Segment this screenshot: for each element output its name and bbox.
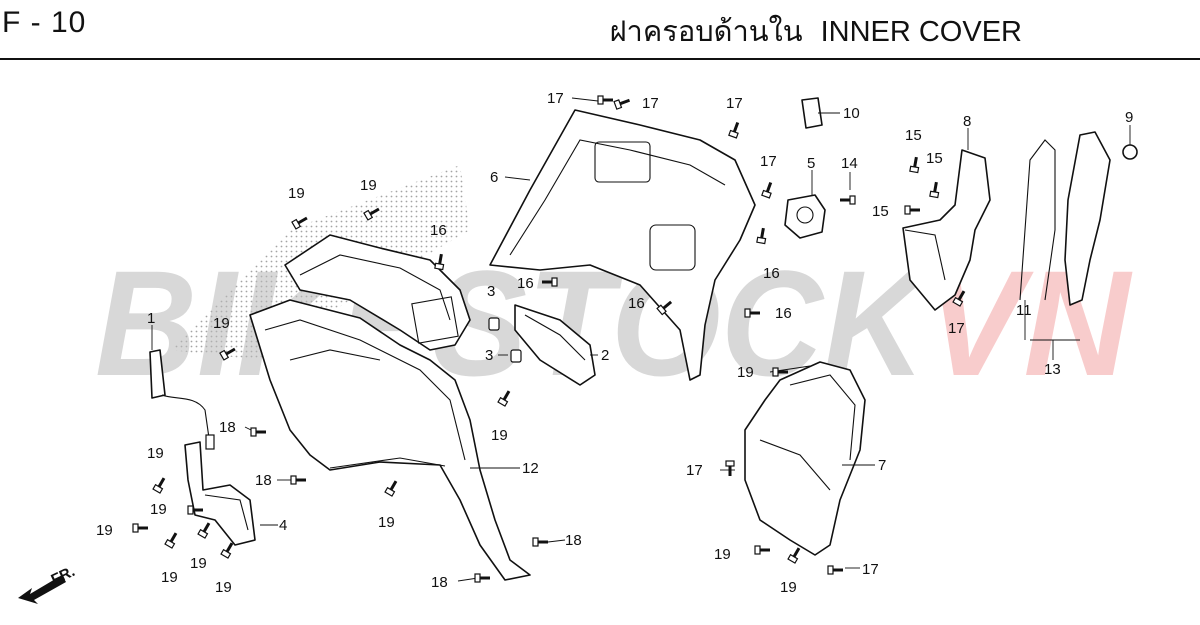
callout-18: 18 xyxy=(219,419,236,436)
callout-17: 17 xyxy=(642,95,659,112)
cable-part-1[interactable] xyxy=(149,349,215,450)
callout-12: 12 xyxy=(522,460,539,477)
callout-18: 18 xyxy=(431,574,448,591)
front-direction-arrow: FR. xyxy=(18,563,78,604)
callout-2: 2 xyxy=(601,347,609,364)
callout-18: 18 xyxy=(255,472,272,489)
side-panel-part-13[interactable] xyxy=(1064,131,1111,306)
callout-7: 7 xyxy=(878,457,886,474)
box-part-8[interactable] xyxy=(902,149,991,311)
callout-6: 6 xyxy=(490,169,498,186)
title-thai: ฝาครอบด้านใน xyxy=(609,16,803,48)
callout-19: 19 xyxy=(378,514,395,531)
callout-18: 18 xyxy=(565,532,582,549)
callout-17: 17 xyxy=(948,320,965,337)
callout-19: 19 xyxy=(96,522,113,539)
callout-19: 19 xyxy=(780,579,797,596)
callout-19: 19 xyxy=(288,185,305,202)
callout-15: 15 xyxy=(926,150,943,167)
page-header: F - 10 ฝาครอบด้านใน INNER COVER xyxy=(0,0,1200,60)
callout-16: 16 xyxy=(430,222,447,239)
clip-part-9[interactable] xyxy=(1122,144,1138,160)
callout-13: 13 xyxy=(1044,361,1061,378)
title-english: INNER COVER xyxy=(820,16,1022,48)
direction-label: FR. xyxy=(49,563,78,589)
callout-17: 17 xyxy=(686,462,703,479)
lower-panel-part-7[interactable] xyxy=(744,361,866,556)
inner-cover-lower-part-12[interactable] xyxy=(249,299,531,581)
callout-8: 8 xyxy=(963,113,971,130)
page-code: F - 10 xyxy=(2,6,87,39)
bracket-assembly-part-4[interactable] xyxy=(184,441,256,546)
page-title: ฝาครอบด้านใน INNER COVER xyxy=(610,8,1022,54)
callout-19: 19 xyxy=(161,569,178,586)
weatherstrip-part-11[interactable] xyxy=(1019,139,1056,301)
callout-19: 19 xyxy=(147,445,164,462)
callout-15: 15 xyxy=(905,127,922,144)
callout-10: 10 xyxy=(843,105,860,122)
clip-part-3[interactable] xyxy=(488,317,522,363)
upper-bracket-frame[interactable] xyxy=(284,234,471,351)
callout-19: 19 xyxy=(714,546,731,563)
callout-19: 19 xyxy=(491,427,508,444)
callout-3: 3 xyxy=(485,347,493,364)
small-cover-part-2[interactable] xyxy=(514,304,596,386)
callout-1: 1 xyxy=(147,310,155,327)
callout-16: 16 xyxy=(517,275,534,292)
callout-19: 19 xyxy=(215,579,232,596)
bracket-part-10[interactable] xyxy=(801,97,823,129)
callout-16: 16 xyxy=(628,295,645,312)
callout-9: 9 xyxy=(1125,109,1133,126)
callout-11: 11 xyxy=(1016,302,1032,319)
inner-cover-upper-part-6[interactable] xyxy=(489,109,756,381)
callout-4: 4 xyxy=(279,517,287,534)
callout-3: 3 xyxy=(487,283,495,300)
callout-19: 19 xyxy=(150,501,167,518)
callout-17: 17 xyxy=(726,95,743,112)
callout-17: 17 xyxy=(547,90,564,107)
callout-17: 17 xyxy=(862,561,879,578)
socket-part-5[interactable] xyxy=(784,194,826,239)
callout-19: 19 xyxy=(190,555,207,572)
callout-19: 19 xyxy=(360,177,377,194)
screw-part-14[interactable] xyxy=(838,194,857,206)
callout-19: 19 xyxy=(737,364,754,381)
callout-labels: 1 2 3 3 4 5 6 7 8 9 10 11 12 13 14 15 15… xyxy=(96,90,1133,596)
callout-16: 16 xyxy=(775,305,792,322)
callout-16: 16 xyxy=(763,265,780,282)
callout-14: 14 xyxy=(841,155,858,172)
callout-15: 15 xyxy=(872,203,889,220)
callout-19: 19 xyxy=(213,315,230,332)
callout-17: 17 xyxy=(760,153,777,170)
callout-5: 5 xyxy=(807,155,815,172)
